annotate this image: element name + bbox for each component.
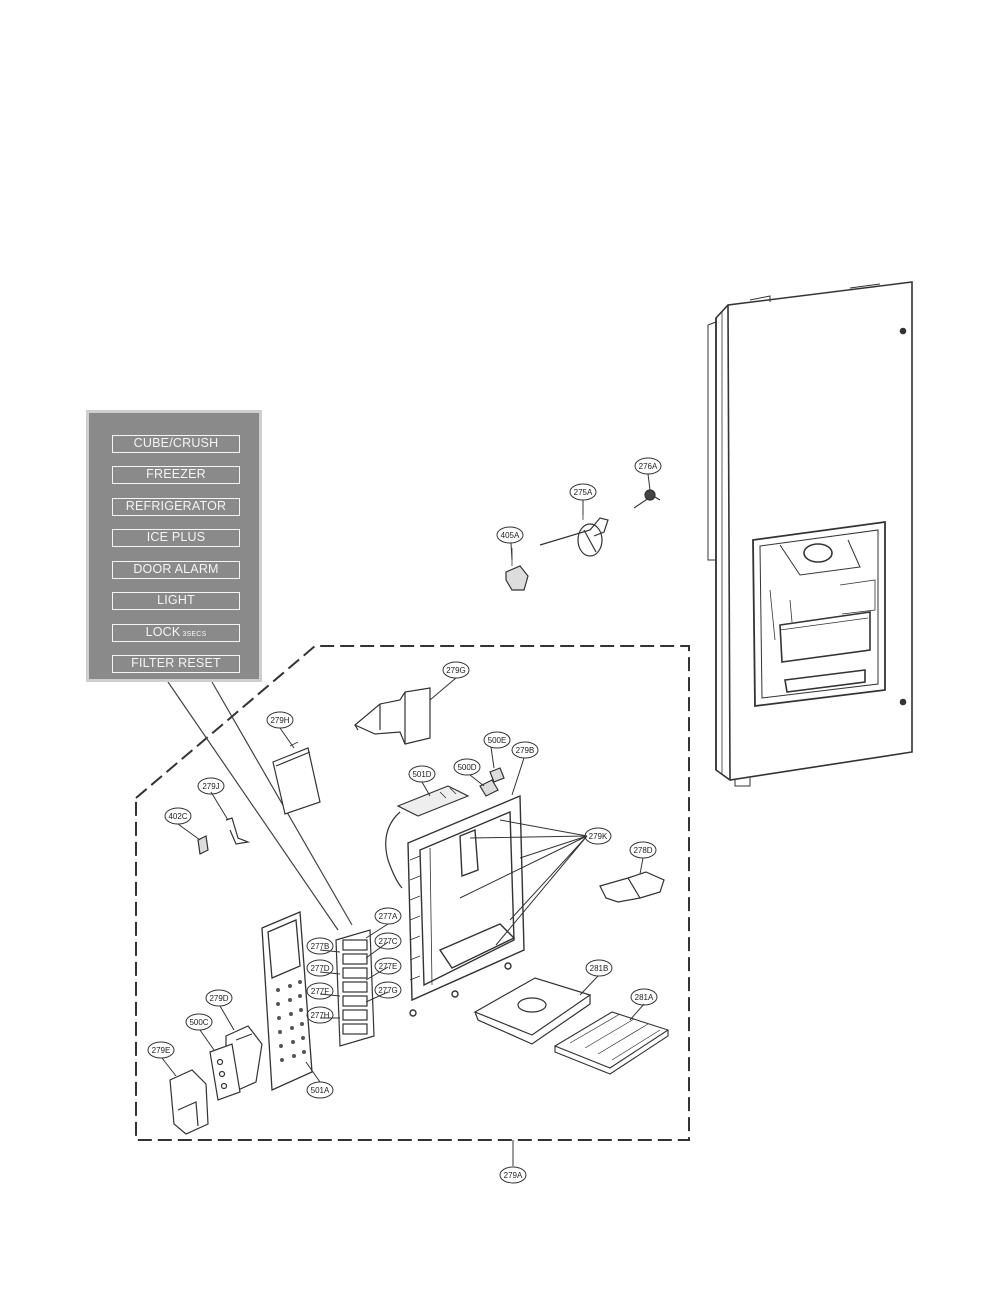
part-279G-bracket bbox=[353, 687, 431, 745]
panel-button-door-alarm: DOOR ALARM bbox=[112, 561, 240, 579]
callout-500E: 500E bbox=[483, 731, 511, 749]
part-276A-spring bbox=[633, 489, 661, 509]
part-279B-housing bbox=[407, 794, 525, 1017]
callout-277A: 277A bbox=[374, 907, 402, 925]
callout-276A: 276A bbox=[634, 457, 662, 475]
callout-277C: 277C bbox=[374, 932, 402, 950]
svg-text:277H: 277H bbox=[310, 1011, 329, 1020]
svg-text:279J: 279J bbox=[202, 782, 219, 791]
part-279H-cover bbox=[272, 741, 321, 815]
svg-text:279K: 279K bbox=[589, 832, 608, 841]
callout-279K: 279K bbox=[584, 827, 612, 845]
callout-500C: 500C bbox=[185, 1013, 213, 1031]
svg-text:402C: 402C bbox=[168, 812, 187, 821]
callout-279B: 279B bbox=[511, 741, 539, 759]
callout-281B: 281B bbox=[585, 959, 613, 977]
callout-277F: 277F bbox=[306, 982, 334, 1000]
svg-text:405A: 405A bbox=[501, 531, 520, 540]
callout-279G: 279G bbox=[442, 661, 470, 679]
panel-button-cube-crush: CUBE/CRUSH bbox=[112, 435, 240, 453]
svg-text:501D: 501D bbox=[412, 770, 431, 779]
svg-text:277B: 277B bbox=[311, 942, 330, 951]
part-501A-front-panel bbox=[261, 911, 313, 1091]
svg-text:277A: 277A bbox=[379, 912, 398, 921]
svg-text:500C: 500C bbox=[189, 1018, 208, 1027]
refrigerator-door bbox=[707, 281, 913, 787]
panel-button-filter-reset: FILTER RESET bbox=[112, 655, 240, 673]
part-278D-duct bbox=[599, 871, 665, 903]
callout-275A: 275A bbox=[569, 483, 597, 501]
panel-button-refrigerator: REFRIGERATOR bbox=[112, 498, 240, 516]
svg-text:281A: 281A bbox=[635, 993, 654, 1002]
callout-277H: 277H bbox=[306, 1006, 334, 1024]
svg-text:275A: 275A bbox=[574, 488, 593, 497]
part-275A-arm bbox=[539, 505, 609, 557]
panel-button-light: LIGHT bbox=[112, 592, 240, 610]
callout-277E: 277E bbox=[374, 957, 402, 975]
svg-text:277C: 277C bbox=[378, 937, 397, 946]
svg-text:278D: 278D bbox=[633, 846, 652, 855]
callout-402C: 402C bbox=[164, 807, 192, 825]
svg-text:279H: 279H bbox=[270, 716, 289, 725]
control-panel-detail: CUBE/CRUSH FREEZER REFRIGERATOR ICE PLUS… bbox=[86, 410, 262, 682]
callout-277B: 277B bbox=[306, 937, 334, 955]
callout-labels: 276A 275A 405A 279G 279H 500E 279B 501D … bbox=[147, 457, 662, 1184]
svg-text:500E: 500E bbox=[488, 736, 507, 745]
callout-501D: 501D bbox=[408, 765, 436, 783]
svg-text:279G: 279G bbox=[446, 666, 466, 675]
svg-text:279E: 279E bbox=[152, 1046, 171, 1055]
callout-279A: 279A bbox=[499, 1166, 527, 1184]
part-281A-grille bbox=[553, 1011, 670, 1075]
callout-500D: 500D bbox=[453, 758, 481, 776]
callout-405A: 405A bbox=[496, 526, 524, 544]
svg-text:277D: 277D bbox=[310, 964, 329, 973]
part-500C-pcb bbox=[209, 1043, 241, 1101]
svg-text:500D: 500D bbox=[457, 763, 476, 772]
part-500E-connector bbox=[489, 767, 505, 783]
part-279J-bracket bbox=[225, 817, 251, 845]
callout-501A: 501A bbox=[306, 1081, 334, 1099]
part-277-button-board bbox=[335, 929, 375, 1047]
callout-278D: 278D bbox=[629, 841, 657, 859]
part-501D-pcb bbox=[385, 785, 470, 889]
svg-text:501A: 501A bbox=[311, 1086, 330, 1095]
svg-text:276A: 276A bbox=[639, 462, 658, 471]
callout-277G: 277G bbox=[374, 981, 402, 999]
part-500D-sensor bbox=[479, 779, 499, 797]
svg-text:277E: 277E bbox=[379, 962, 398, 971]
svg-text:279D: 279D bbox=[209, 994, 228, 1003]
part-405A-switch bbox=[505, 548, 529, 591]
panel-button-freezer: FREEZER bbox=[112, 466, 240, 484]
callout-281A: 281A bbox=[630, 988, 658, 1006]
callout-leaders bbox=[161, 473, 651, 1083]
callout-277D: 277D bbox=[306, 959, 334, 977]
panel-button-ice-plus: ICE PLUS bbox=[112, 529, 240, 547]
callout-279J: 279J bbox=[197, 777, 225, 795]
svg-text:277F: 277F bbox=[311, 987, 329, 996]
svg-text:281B: 281B bbox=[590, 964, 609, 973]
svg-text:279B: 279B bbox=[516, 746, 535, 755]
assembly-boundary bbox=[135, 645, 690, 1141]
part-402C-clip bbox=[197, 835, 209, 855]
svg-text:279A: 279A bbox=[504, 1171, 523, 1180]
panel-zoom-leaders bbox=[167, 681, 353, 931]
svg-text:277G: 277G bbox=[378, 986, 398, 995]
callout-279H: 279H bbox=[266, 711, 294, 729]
part-279E-cover bbox=[169, 1069, 209, 1135]
callout-279E: 279E bbox=[147, 1041, 175, 1059]
part-281B-tray bbox=[473, 977, 592, 1045]
callout-279D: 279D bbox=[205, 989, 233, 1007]
